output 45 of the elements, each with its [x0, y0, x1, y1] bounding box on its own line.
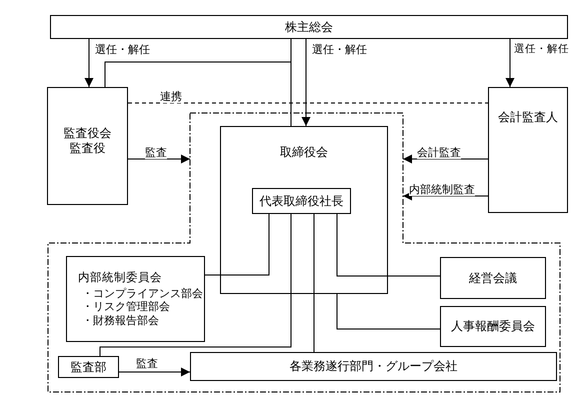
org-box	[66, 256, 205, 342]
box-label: 経営会議	[469, 270, 517, 286]
box-label: 監査役	[70, 141, 106, 156]
list-item: ・財務報告部会	[81, 314, 159, 328]
connector-line	[100, 212, 292, 356]
box-label: 人事報酬委員会	[451, 319, 535, 334]
list-item: ・リスク管理部会	[81, 300, 170, 314]
org-box	[58, 356, 119, 378]
list-item: ・コンプライアンス部会	[81, 286, 203, 300]
arrow	[128, 154, 190, 164]
group-outline	[48, 113, 560, 392]
edge-label: 監査	[136, 357, 158, 370]
box-label: 内部統制委員会	[78, 270, 162, 285]
edge-label: 選任・解任	[514, 43, 569, 56]
edge-label: 連携	[160, 90, 182, 104]
org-box	[440, 257, 546, 299]
connector-line	[336, 294, 440, 330]
org-box	[440, 306, 546, 347]
box-label: 株主総会	[285, 20, 333, 34]
org-box	[252, 188, 351, 214]
arrow	[118, 368, 190, 376]
edge-label: 監査	[145, 146, 167, 160]
arrow	[402, 154, 488, 164]
box-label: 監査役会	[64, 126, 112, 141]
edge-label: 会計監査	[417, 146, 461, 160]
connector-line	[104, 38, 292, 88]
org-box	[50, 15, 568, 39]
edge-label: 内部統制監査	[409, 183, 475, 196]
connector-line	[336, 212, 440, 276]
box-label: 監査部	[70, 360, 106, 374]
org-box	[220, 126, 388, 294]
edge-label: 選任・解任	[95, 43, 150, 56]
org-box	[488, 87, 568, 213]
box-label: 会計監査人	[498, 110, 558, 125]
arrow	[506, 38, 514, 88]
connector-line	[204, 212, 270, 276]
org-box	[190, 352, 557, 381]
arrow	[402, 192, 488, 200]
arrow	[84, 38, 94, 88]
org-box	[47, 87, 128, 205]
edge-label: 選任・解任	[312, 43, 367, 56]
arrow	[302, 38, 310, 126]
box-label: 代表取締役社長	[260, 194, 344, 208]
box-label: 各業務遂行部門・グループ会社	[290, 359, 458, 374]
box-label: 取締役会	[280, 145, 328, 160]
